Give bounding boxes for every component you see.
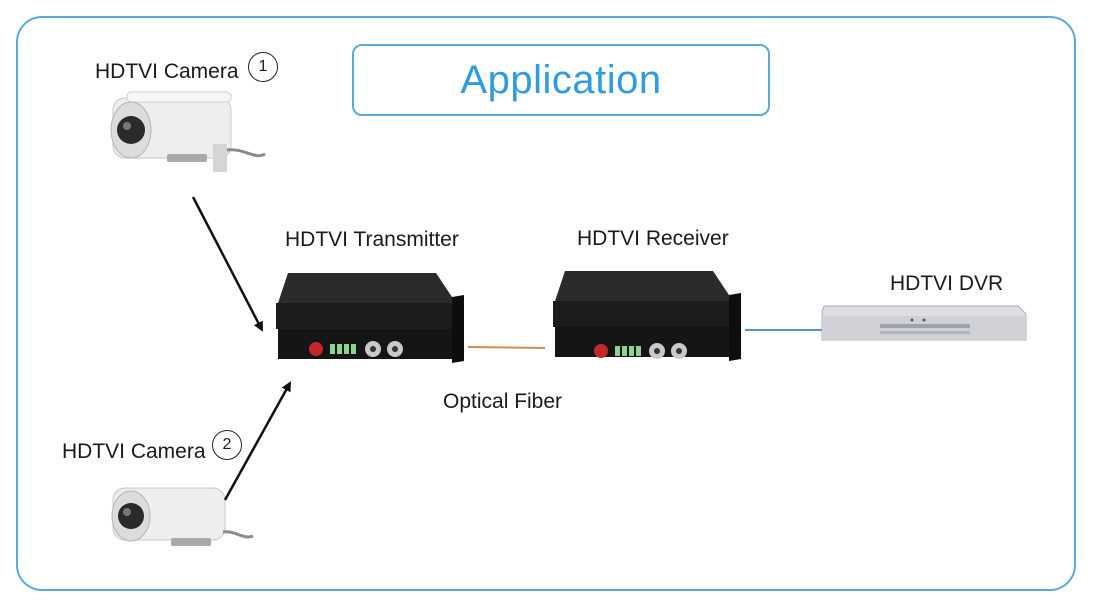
title-box: Application — [352, 44, 770, 116]
receiver-label: HDTVI Receiver — [577, 227, 729, 250]
diagram-title: Application — [460, 57, 662, 102]
camera-2-number: 2 — [212, 430, 242, 460]
transmitter-label: HDTVI Transmitter — [285, 228, 459, 251]
camera-1-label: HDTVI Camera — [95, 60, 239, 83]
dvr-device-icon — [821, 305, 1027, 341]
camera-1-icon — [110, 91, 266, 172]
optical-fiber-link — [467, 346, 546, 349]
dvr-label: HDTVI DVR — [890, 272, 1004, 295]
transmitter-device-icon — [276, 273, 464, 363]
camera-2-icon — [111, 487, 254, 546]
camera-1-number: 1 — [248, 52, 278, 82]
optical-fiber-label: Optical Fiber — [443, 390, 563, 413]
camera-2-arrow — [223, 381, 292, 501]
diagram-frame — [16, 16, 1076, 591]
camera-2-label: HDTVI Camera — [62, 440, 206, 463]
camera-1-arrow — [191, 196, 264, 332]
receiver-device-icon — [553, 271, 741, 361]
